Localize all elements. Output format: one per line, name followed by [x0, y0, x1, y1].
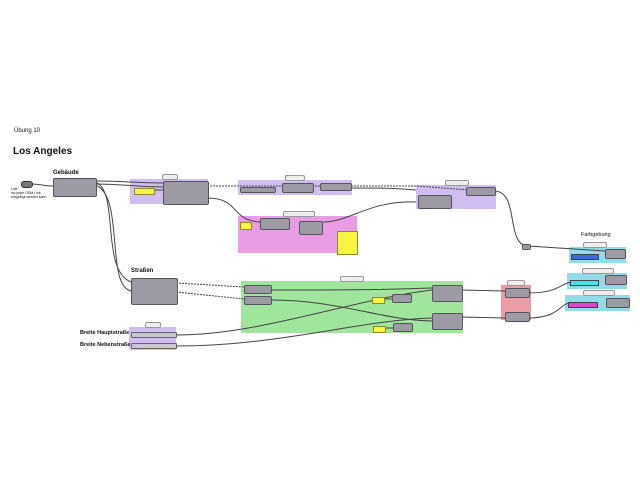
wire [94, 184, 132, 292]
subtitle: Los Angeles [13, 146, 73, 157]
colour-swatch-cyan[interactable] [570, 280, 599, 286]
colour-swatch-magenta[interactable] [568, 302, 598, 308]
green-component-5[interactable] [432, 285, 463, 302]
wire [94, 183, 165, 188]
group-tag [340, 276, 364, 282]
link-note-line: eingefügt werden kann [11, 195, 47, 199]
green-component-1[interactable] [244, 285, 272, 294]
wire [322, 201, 417, 223]
group-tag [445, 180, 469, 186]
green-component-2[interactable] [244, 296, 272, 305]
wire [206, 197, 261, 223]
group-tag [283, 211, 315, 217]
right-component-1[interactable] [418, 195, 452, 209]
group-tag [285, 175, 305, 181]
osm-link-param[interactable] [21, 181, 33, 188]
group-tag [583, 242, 607, 248]
green-component-3[interactable] [392, 294, 412, 303]
group-tag [583, 290, 615, 296]
label-side-street-width: Breite Nebenstraße [80, 342, 131, 348]
yellow-panel[interactable] [240, 222, 252, 230]
label-buildings: Gebäude [53, 170, 79, 176]
streets-component[interactable] [131, 278, 178, 305]
output-component[interactable] [320, 183, 352, 191]
label-coloring: Farbgebung [581, 232, 611, 238]
slider-main-street-width[interactable] [131, 332, 177, 338]
wire [269, 287, 433, 291]
colour-swatch-blue[interactable] [571, 254, 599, 260]
toggle-component[interactable] [240, 187, 276, 193]
surface-component[interactable] [282, 183, 314, 193]
wire [175, 291, 245, 300]
preview-component-1[interactable] [605, 249, 626, 259]
green-component-4[interactable] [393, 323, 413, 332]
magenta-component-2[interactable] [299, 221, 323, 235]
slider-side-street-width[interactable] [131, 343, 177, 349]
preview-component-2[interactable] [605, 275, 627, 285]
green-component-6[interactable] [432, 313, 463, 330]
red-component-2[interactable] [505, 312, 530, 322]
wire [493, 190, 606, 252]
yellow-panel[interactable] [373, 326, 386, 333]
magenta-component-1[interactable] [260, 218, 290, 230]
right-component-2[interactable] [466, 187, 496, 196]
group-tag [162, 174, 178, 180]
wire [269, 299, 433, 322]
filter-component[interactable] [163, 181, 209, 205]
relay[interactable] [522, 244, 531, 250]
label-main-street-width: Breite Hauptstraße [80, 330, 130, 336]
label-streets: Straßen [131, 268, 154, 274]
wire [207, 185, 471, 191]
yellow-panel[interactable] [134, 188, 155, 195]
wire [175, 317, 433, 347]
buildings-component[interactable] [53, 178, 97, 197]
wire [527, 302, 571, 319]
wire [30, 183, 54, 187]
group-tag [145, 322, 161, 328]
title: Übung 10 [14, 128, 41, 134]
wire [94, 181, 132, 283]
link-note: Link wo jeder OSM Link eingefügt werden … [11, 187, 46, 199]
wire [460, 289, 506, 292]
group-tag [582, 268, 614, 274]
yellow-list-panel[interactable] [337, 231, 358, 255]
link-note-line: wo jeder OSM Link [11, 191, 41, 195]
link-note-line: Link [11, 187, 18, 191]
preview-component-3[interactable] [606, 298, 630, 308]
wire [460, 316, 506, 319]
group-tag [507, 280, 525, 286]
wire [94, 180, 165, 184]
wire [351, 187, 417, 191]
wire [527, 281, 573, 294]
red-component-1[interactable] [505, 288, 530, 298]
wire [175, 282, 245, 288]
yellow-panel[interactable] [372, 297, 385, 304]
